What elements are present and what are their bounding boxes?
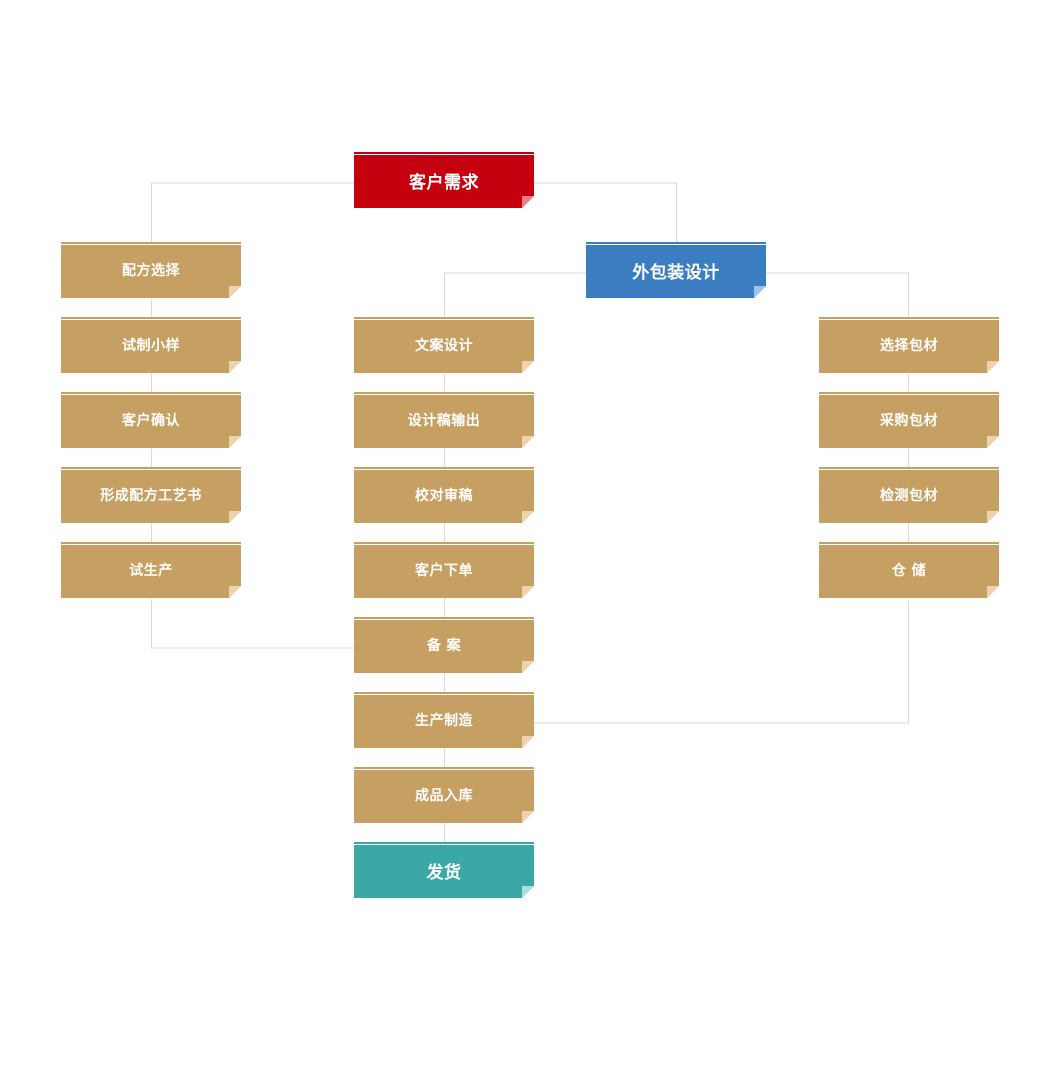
node-label: 客户确认 — [122, 413, 180, 429]
node-top-line — [354, 154, 534, 155]
step-node-formula-selection[interactable]: 配方选择 — [61, 242, 241, 298]
node-label: 设计稿输出 — [407, 413, 481, 429]
step-node-process-spec[interactable]: 形成配方工艺书 — [61, 467, 241, 523]
node-label: 检测包材 — [880, 488, 938, 504]
connector-root-package — [534, 182, 677, 243]
node-top-line — [586, 244, 766, 245]
connector-material-manufacturing — [534, 599, 909, 724]
node-label: 试生产 — [129, 563, 173, 579]
branch-node-package-design[interactable]: 外包装设计 — [586, 242, 766, 298]
node-label: 文案设计 — [415, 338, 473, 354]
node-top-line — [354, 844, 534, 845]
node-top-line — [354, 319, 534, 320]
connector-formula-record — [151, 599, 354, 649]
node-label: 选择包材 — [880, 338, 938, 354]
node-top-line — [61, 319, 241, 320]
final-node-shipment[interactable]: 发货 — [354, 842, 534, 898]
node-top-line — [819, 319, 999, 320]
step-node-storage[interactable]: 仓 储 — [819, 542, 999, 598]
node-label: 客户需求 — [409, 172, 479, 193]
node-label: 客户下单 — [415, 563, 473, 579]
step-node-design-output[interactable]: 设计稿输出 — [354, 392, 534, 448]
step-node-copywriting[interactable]: 文案设计 — [354, 317, 534, 373]
step-node-purchase-material[interactable]: 采购包材 — [819, 392, 999, 448]
node-top-line — [354, 544, 534, 545]
node-top-line — [61, 544, 241, 545]
connector-package-material — [766, 272, 909, 318]
step-node-select-material[interactable]: 选择包材 — [819, 317, 999, 373]
step-node-proofreading[interactable]: 校对审稿 — [354, 467, 534, 523]
step-node-filing[interactable]: 备 案 — [354, 617, 534, 673]
node-label: 发货 — [426, 862, 462, 883]
node-top-line — [61, 394, 241, 395]
step-node-manufacturing[interactable]: 生产制造 — [354, 692, 534, 748]
node-top-line — [61, 244, 241, 245]
step-node-customer-order[interactable]: 客户下单 — [354, 542, 534, 598]
node-top-line — [354, 394, 534, 395]
node-top-line — [819, 469, 999, 470]
step-node-trial-production[interactable]: 试生产 — [61, 542, 241, 598]
node-label: 采购包材 — [880, 413, 938, 429]
connector-root-formula — [151, 182, 354, 243]
node-label: 生产制造 — [415, 713, 473, 729]
step-node-customer-confirm[interactable]: 客户确认 — [61, 392, 241, 448]
node-label: 试制小样 — [122, 338, 180, 354]
node-top-line — [354, 469, 534, 470]
node-label: 外包装设计 — [632, 262, 720, 283]
node-top-line — [354, 619, 534, 620]
connector-package-design — [444, 272, 586, 318]
root-node-customer-demand[interactable]: 客户需求 — [354, 152, 534, 208]
node-label: 校对审稿 — [415, 488, 473, 504]
node-top-line — [819, 544, 999, 545]
node-top-line — [61, 469, 241, 470]
node-label: 仓 储 — [891, 563, 927, 579]
node-top-line — [354, 769, 534, 770]
node-label: 形成配方工艺书 — [100, 488, 202, 504]
step-node-trial-sample[interactable]: 试制小样 — [61, 317, 241, 373]
node-label: 配方选择 — [122, 263, 180, 279]
node-label: 成品入库 — [415, 788, 473, 804]
node-label: 备 案 — [426, 638, 462, 654]
node-top-line — [819, 394, 999, 395]
node-top-line — [354, 694, 534, 695]
step-node-inspect-material[interactable]: 检测包材 — [819, 467, 999, 523]
step-node-warehousing-finished[interactable]: 成品入库 — [354, 767, 534, 823]
